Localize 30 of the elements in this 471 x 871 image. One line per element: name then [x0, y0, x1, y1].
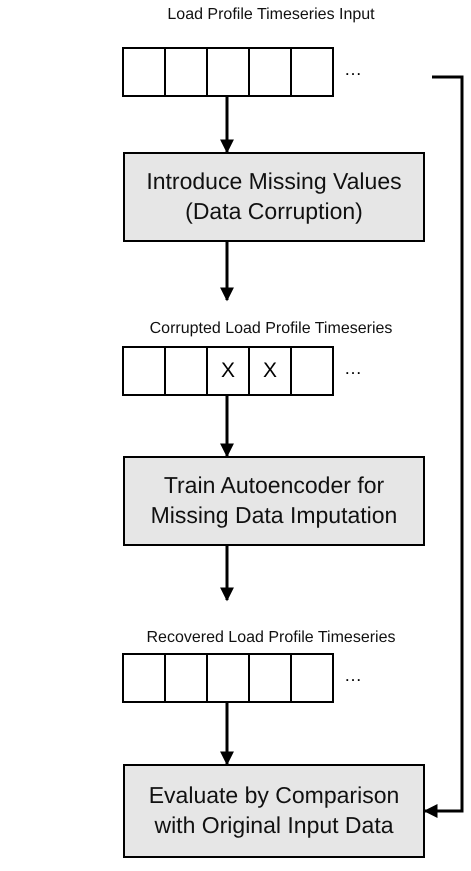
array-heading: Corrupted Load Profile Timeseries [148, 320, 394, 338]
array-cell [122, 653, 166, 703]
arrow [220, 546, 234, 602]
process-box: Train Autoencoder for Missing Data Imputation [123, 456, 425, 546]
arrow [424, 76, 464, 818]
arrow [220, 396, 234, 458]
process-box: Introduce Missing Values (Data Corruption) [123, 152, 425, 242]
arrow [220, 703, 234, 766]
array-cell [290, 346, 334, 396]
array-cell [206, 653, 250, 703]
array-cell [164, 47, 208, 97]
missing-value-cell: X [248, 346, 292, 396]
array-cell [122, 47, 166, 97]
array-heading: Recovered Load Profile Timeseries [145, 629, 396, 647]
array-cell [206, 47, 250, 97]
missing-value-cell: X [206, 346, 250, 396]
ellipsis-text: … [344, 358, 362, 379]
process-box: Evaluate by Comparison with Original Input Data [123, 764, 425, 858]
arrow [220, 97, 234, 154]
ellipsis-text: … [344, 665, 362, 686]
array-cell [164, 653, 208, 703]
array-cell [164, 346, 208, 396]
array-cell [290, 47, 334, 97]
array-cell [290, 653, 334, 703]
array-cell [248, 653, 292, 703]
array-cell [122, 346, 166, 396]
arrow [220, 242, 234, 302]
ellipsis-text: … [344, 59, 362, 80]
array-heading: Load Profile Timeseries Input [166, 6, 376, 24]
array-cell [248, 47, 292, 97]
